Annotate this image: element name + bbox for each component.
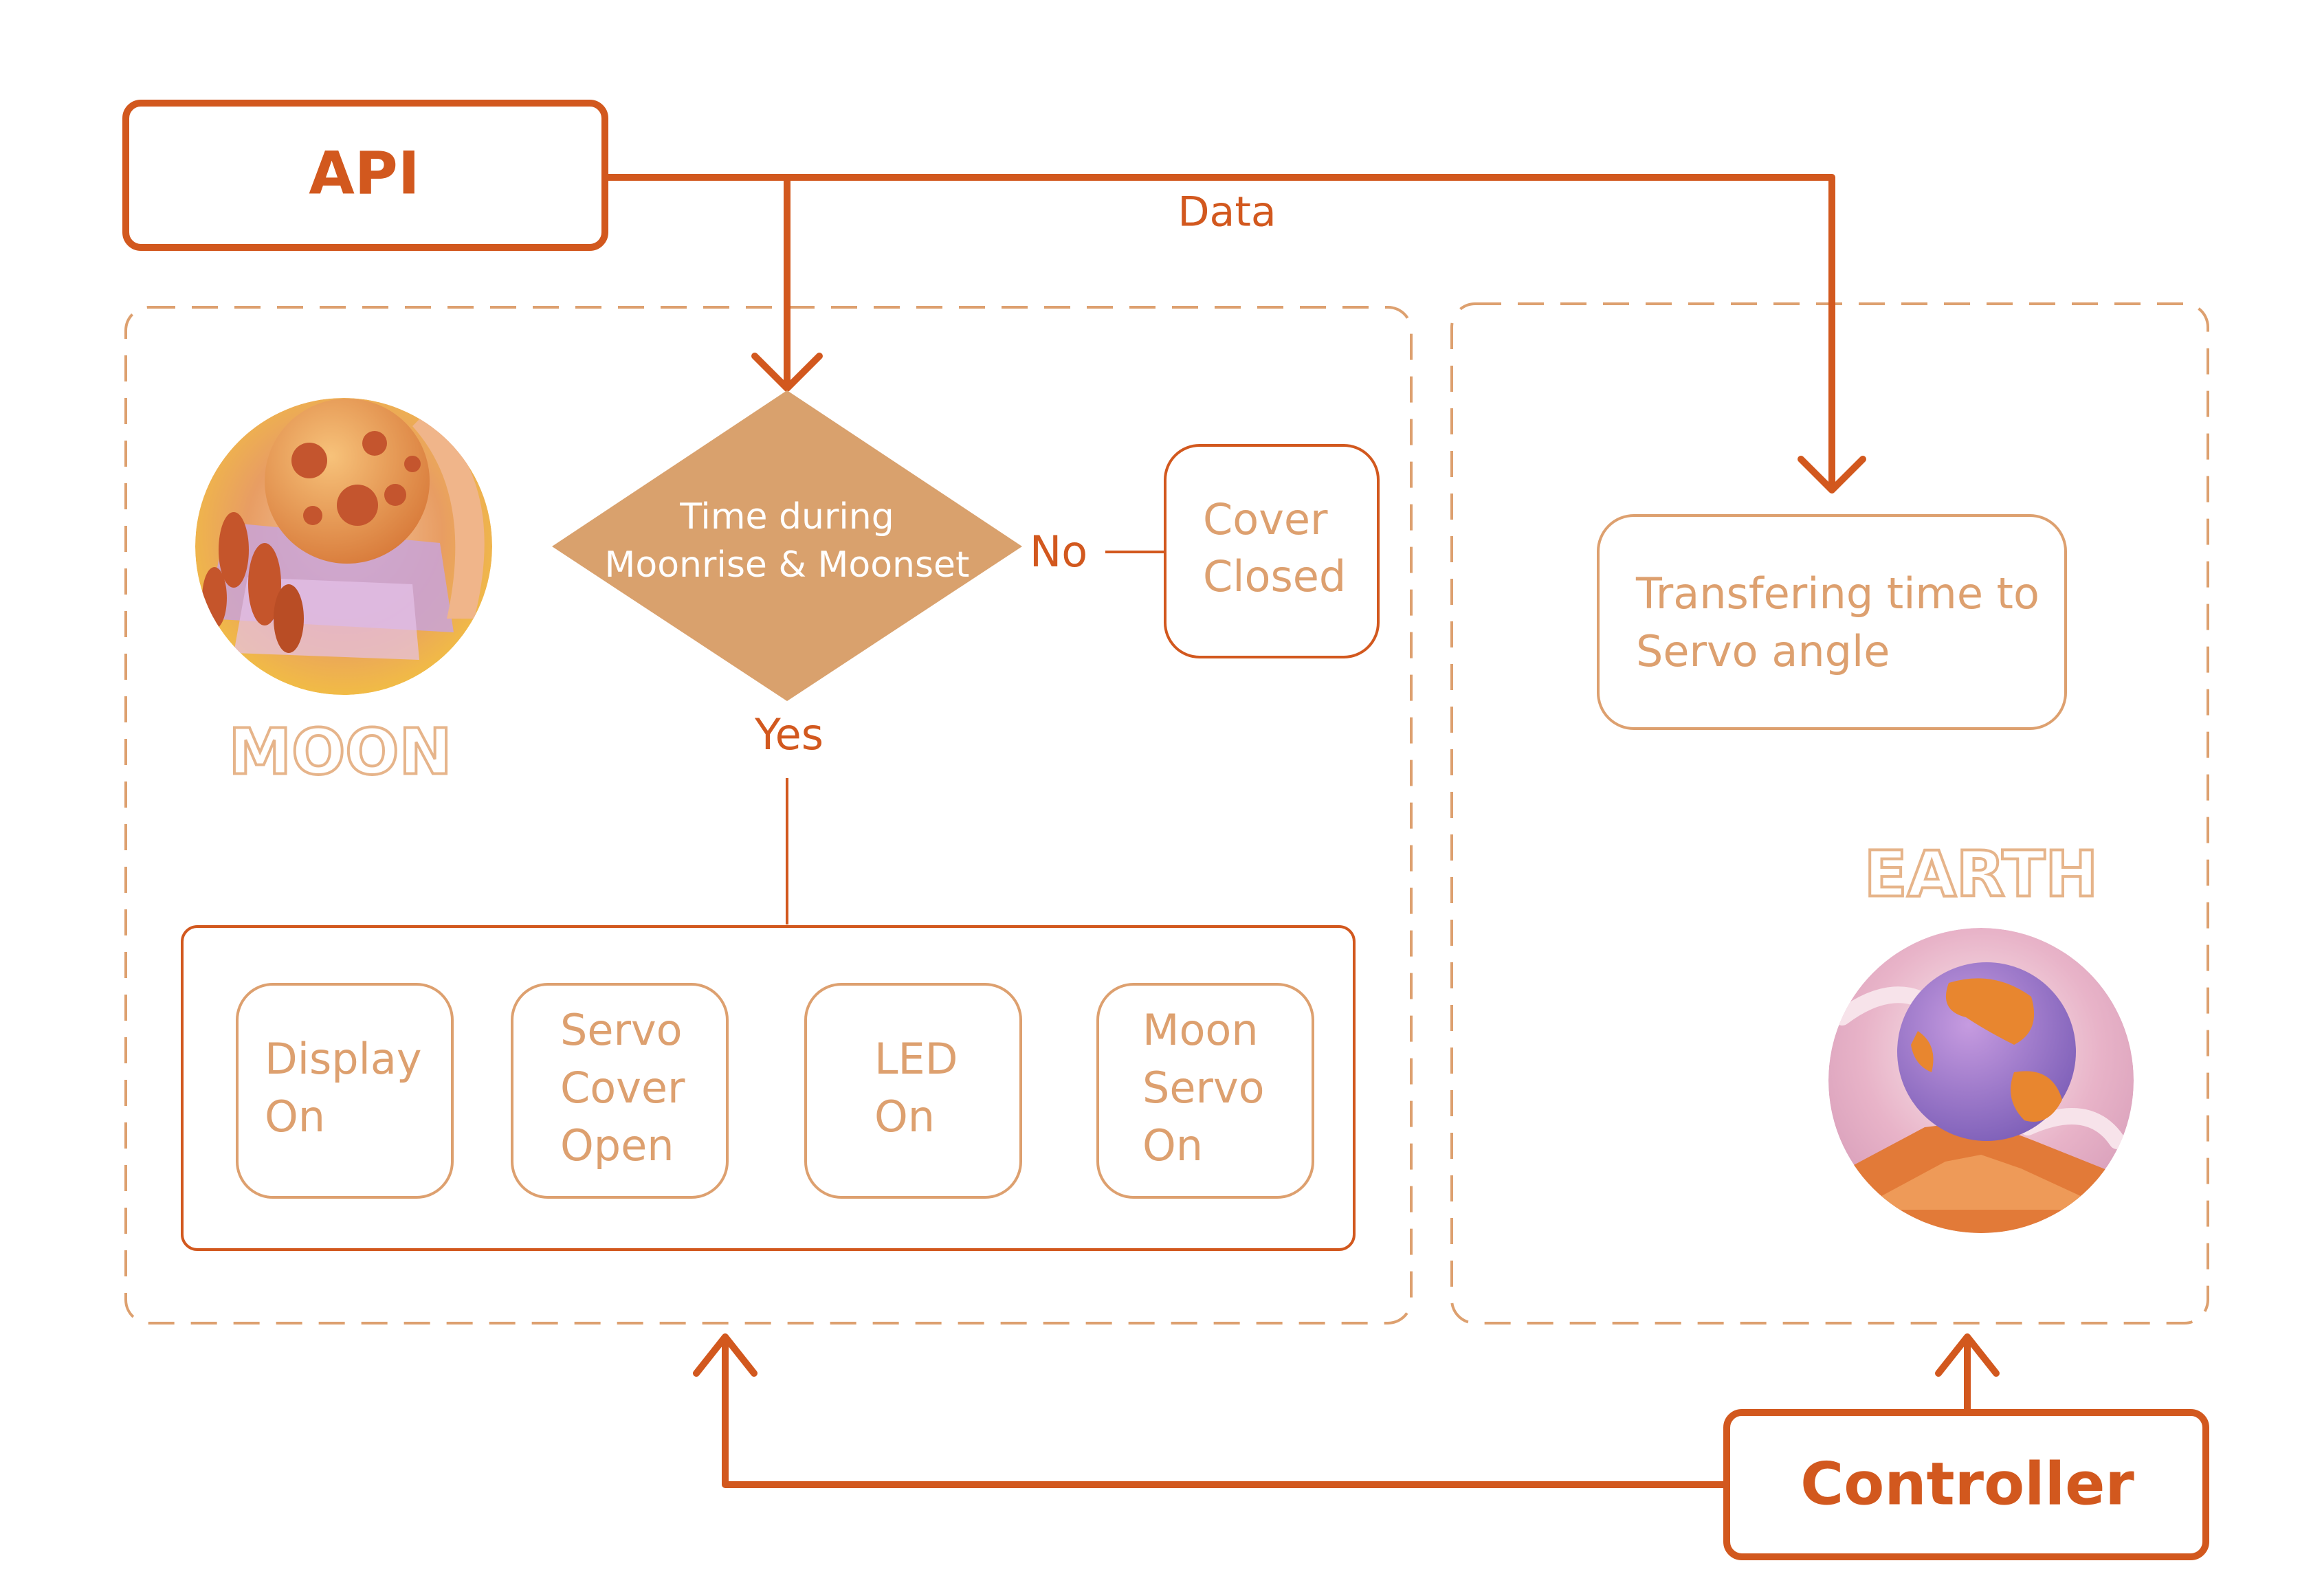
api-data-line (603, 174, 1835, 488)
data-edge-label: Data (1177, 188, 1276, 236)
action-label-moon-servo-on-line1: Moon (1142, 1005, 1259, 1055)
controller-to-moon-line (722, 1337, 1729, 1488)
action-label-led-on-line2: On (874, 1091, 935, 1142)
moon-section-frame (124, 306, 1413, 1325)
no-edge-label: No (1030, 527, 1087, 577)
action-box-display-on (236, 983, 454, 1199)
action-box-led-on (804, 983, 1022, 1199)
earth-section-title: EARTH (1864, 837, 2099, 911)
action-label-display-on-line1: Display (265, 1034, 422, 1084)
moon-sphere-icon (195, 398, 492, 695)
decision-diamond (552, 390, 1022, 701)
action-label-moon-servo-on-line2: Servo (1142, 1063, 1265, 1113)
action-label-servo-cover-open-line3: Open (560, 1120, 674, 1171)
moon-section-title: MOON (229, 715, 452, 788)
earth-return-arrowhead (1935, 1333, 2000, 1377)
api-label: API (309, 139, 420, 208)
cover-closed-line1: Cover (1203, 494, 1328, 544)
controller-node (1723, 1409, 2209, 1560)
decision-arrowhead (751, 353, 823, 392)
transfer-line2: Servo angle (1636, 626, 1890, 676)
action-label-moon-servo-on-line3: On (1142, 1120, 1203, 1171)
api-node (122, 100, 608, 251)
decision-label-line1: Time during (679, 496, 894, 537)
cover-closed-node (1164, 444, 1380, 658)
transfer-line1: Transfering time to (1635, 568, 2039, 619)
cover-closed-line2: Closed (1203, 551, 1346, 601)
action-label-led-on-line1: LED (874, 1034, 958, 1084)
decision-label-line2: Moonrise & Moonset (605, 544, 970, 586)
actions-container (181, 925, 1356, 1251)
moon-return-arrowhead (693, 1333, 758, 1377)
earth-sphere-icon (1828, 928, 2134, 1233)
yes-edge-label: Yes (754, 709, 823, 760)
controller-label: Controller (1800, 1450, 2134, 1518)
transfer-arrowhead (1798, 456, 1866, 494)
action-box-servo-cover-open (511, 983, 729, 1199)
action-label-display-on-line2: On (265, 1091, 325, 1142)
action-label-servo-cover-open-line2: Cover (560, 1063, 685, 1113)
action-label-servo-cover-open-line1: Servo (560, 1005, 683, 1055)
transfer-node (1597, 514, 2067, 730)
action-box-moon-servo-on (1096, 983, 1314, 1199)
